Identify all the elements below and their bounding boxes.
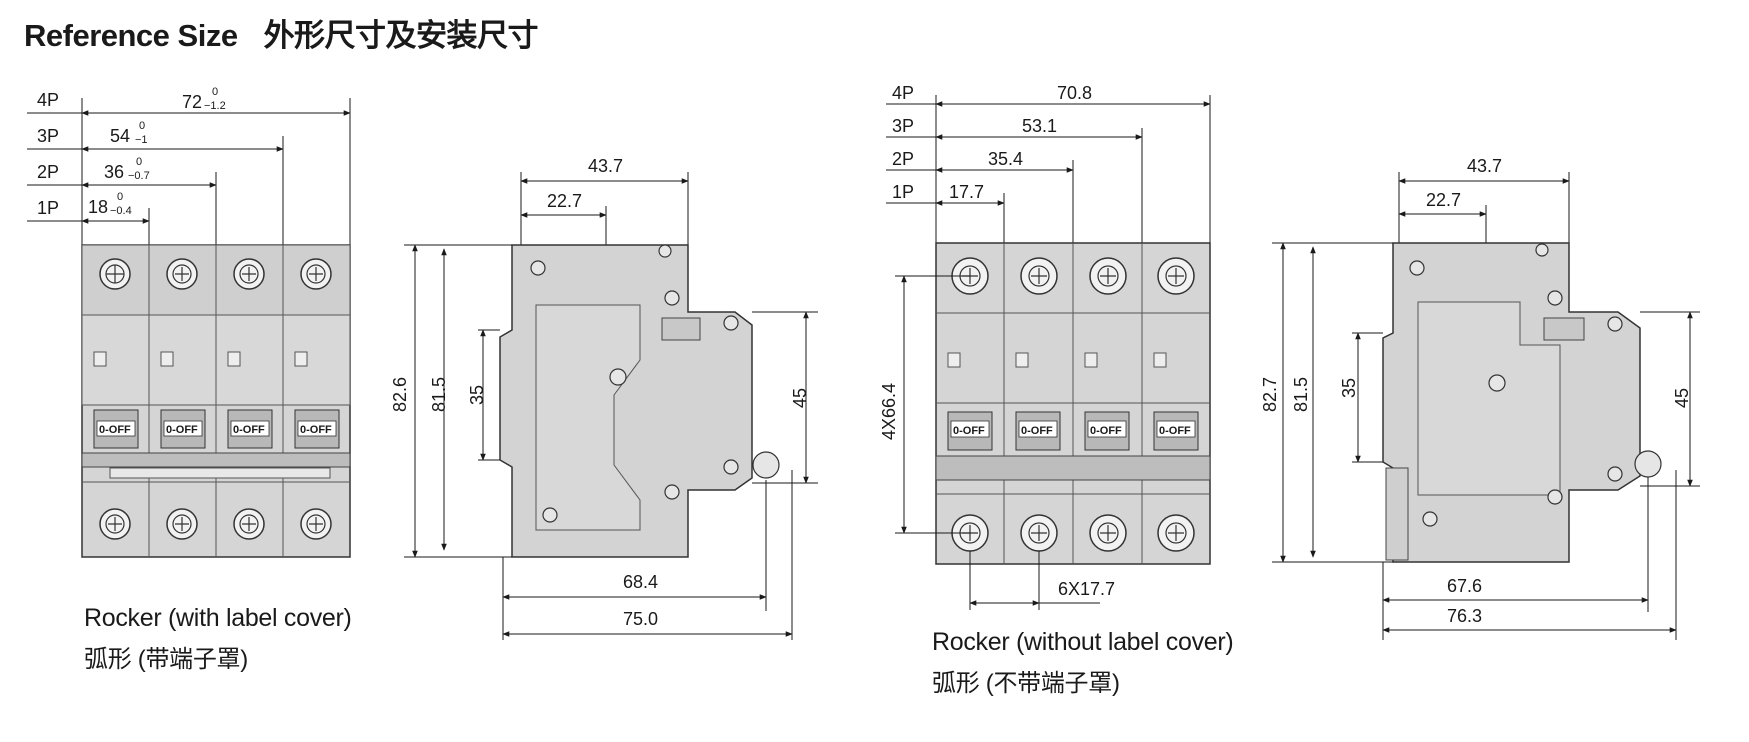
width-3p-value: 54 bbox=[110, 126, 130, 146]
title-en: Reference Size bbox=[24, 18, 238, 53]
side-left-height-front: 45 bbox=[790, 388, 810, 408]
page-title: Reference Size 外形尺寸及安装尺寸 bbox=[24, 10, 539, 55]
side-left-width-body: 68.4 bbox=[623, 572, 658, 592]
side-right-width-total: 76.3 bbox=[1447, 606, 1482, 626]
width-3p-tol-upper: 0 bbox=[139, 120, 145, 132]
width-2p-tol-lower: −0.7 bbox=[128, 170, 150, 182]
side-right-depth: 43.7 bbox=[1467, 156, 1502, 176]
caption-without-cover-zh: 弧形 (不带端子罩) bbox=[932, 670, 1120, 697]
width-1p-tol-upper: 0 bbox=[117, 191, 123, 203]
side-left-height-rail: 35 bbox=[467, 385, 487, 405]
width-1p-value: 18 bbox=[88, 197, 108, 217]
caption-without-cover: Rocker (without label cover) 弧形 (不带端子罩) bbox=[932, 628, 1234, 698]
side-view-without-cover: 43.7 22.7 82.7 81.5 35 45 67.6 76.3 bbox=[1260, 156, 1700, 640]
switch-label-2: 0-OFF bbox=[166, 424, 198, 436]
switch-label-1: 0-OFF bbox=[99, 424, 131, 436]
pole-label-2p-b: 2P bbox=[892, 149, 914, 169]
switch-label-4: 0-OFF bbox=[300, 424, 332, 436]
side-left-width-total: 75.0 bbox=[623, 609, 658, 629]
side-view-with-cover: 43.7 22.7 82.6 81.5 35 45 68.4 bbox=[390, 156, 818, 640]
side-left-height-total: 82.6 bbox=[390, 377, 410, 412]
pole-label-3p-b: 3P bbox=[892, 116, 914, 136]
pole-label-2p: 2P bbox=[37, 162, 59, 182]
width-3p-tol-lower: −1 bbox=[135, 134, 148, 146]
pole-label-4p-b: 4P bbox=[892, 83, 914, 103]
width-4p-tol-lower: −1.2 bbox=[204, 100, 226, 112]
title-zh: 外形尺寸及安装尺寸 bbox=[263, 18, 539, 53]
switch-label-b2: 0-OFF bbox=[1021, 425, 1053, 437]
pole-pitch: 6X17.7 bbox=[1058, 579, 1115, 599]
pole-label-3p: 3P bbox=[37, 126, 59, 146]
width-4p-tol-upper: 0 bbox=[212, 86, 218, 98]
pole-label-1p-b: 1P bbox=[892, 182, 914, 202]
width-b-1p: 17.7 bbox=[949, 182, 984, 202]
width-2p-tol-upper: 0 bbox=[136, 156, 142, 168]
caption-with-cover-zh: 弧形 (带端子罩) bbox=[84, 646, 248, 673]
pole-label-1p: 1P bbox=[37, 198, 59, 218]
width-1p-tol-lower: −0.4 bbox=[110, 205, 132, 217]
side-left-height-body: 81.5 bbox=[429, 377, 449, 412]
side-right-width-body: 67.6 bbox=[1447, 576, 1482, 596]
caption-with-cover: Rocker (with label cover) 弧形 (带端子罩) bbox=[84, 604, 352, 674]
width-4p-value: 72 bbox=[182, 92, 202, 112]
width-2p-value: 36 bbox=[104, 162, 124, 182]
width-b-3p: 53.1 bbox=[1022, 116, 1057, 136]
switch-label-b3: 0-OFF bbox=[1090, 425, 1122, 437]
width-b-2p: 35.4 bbox=[988, 149, 1023, 169]
front-view-with-cover: 4P 3P 2P 1P 72 0 −1.2 54 0 −1 36 0 −0.7 … bbox=[27, 86, 351, 558]
side-right-height-front: 45 bbox=[1672, 388, 1692, 408]
side-right-height-body: 81.5 bbox=[1291, 377, 1311, 412]
caption-with-cover-en: Rocker (with label cover) bbox=[84, 604, 352, 632]
switch-label-b1: 0-OFF bbox=[953, 425, 985, 437]
caption-without-cover-en: Rocker (without label cover) bbox=[932, 628, 1234, 656]
front-view-without-cover: 4P 3P 2P 1P 70.8 53.1 35.4 17.7 bbox=[879, 83, 1211, 610]
side-right-depth-inner: 22.7 bbox=[1426, 190, 1461, 210]
pole-label-4p: 4P bbox=[37, 90, 59, 110]
width-b-4p: 70.8 bbox=[1057, 83, 1092, 103]
side-right-height-rail: 35 bbox=[1339, 378, 1359, 398]
switch-label-3: 0-OFF bbox=[233, 424, 265, 436]
side-left-depth-inner: 22.7 bbox=[547, 191, 582, 211]
side-left-depth: 43.7 bbox=[588, 156, 623, 176]
side-right-height-total: 82.7 bbox=[1260, 377, 1280, 412]
switch-label-b4: 0-OFF bbox=[1159, 425, 1191, 437]
mount-height: 4X66.4 bbox=[879, 383, 899, 440]
